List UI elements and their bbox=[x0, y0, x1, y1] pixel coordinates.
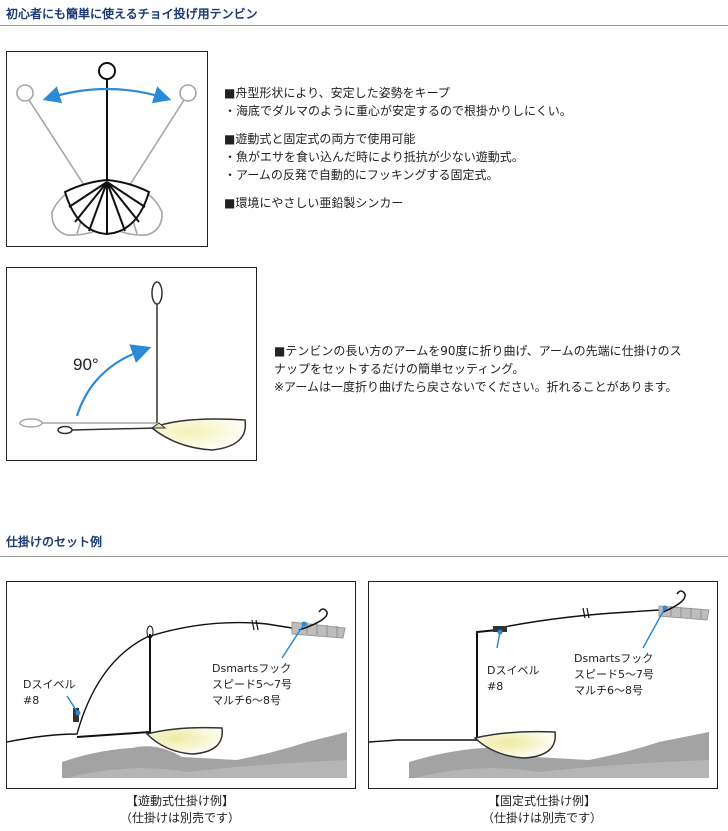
section-title-tenbin: 初心者にも簡単に使えるチョイ投げ用テンビン bbox=[6, 7, 258, 21]
upright-tenbin bbox=[63, 62, 151, 236]
caption-fixed: 【固定式仕掛け例】 （仕掛けは別売です） bbox=[368, 793, 716, 827]
bend-illustration: 90° bbox=[6, 267, 257, 461]
hook-label: Dsmartsフック bbox=[574, 652, 653, 665]
bend-arrow bbox=[75, 344, 152, 417]
sinker bbox=[473, 730, 556, 759]
feature-line: ■舟型形状により、安定した姿勢をキープ bbox=[224, 86, 450, 100]
rig-example-fixed: Dスイベル #8 Dsmartsフック スピード5〜7号 マルチ6〜8号 bbox=[368, 581, 718, 789]
hook bbox=[298, 608, 328, 631]
caption-title: 【遊動式仕掛け例】 bbox=[125, 794, 234, 808]
feature-line: ・海底でダルマのように重心が安定するので根掛かりしにくい。 bbox=[224, 104, 572, 118]
instruction-line: ナップをセットするだけの簡単セッティング。 bbox=[274, 362, 525, 376]
caption-sliding: 【遊動式仕掛け例】 （仕掛けは別売です） bbox=[6, 793, 354, 827]
caption-title: 【固定式仕掛け例】 bbox=[487, 794, 596, 808]
feature-list: ■舟型形状により、安定した姿勢をキープ ・海底でダルマのように重心が安定するので… bbox=[224, 84, 572, 212]
hook-size-multi: マルチ6〜8号 bbox=[212, 694, 281, 707]
rig-example-sliding: Dスイベル #8 Dsmartsフック スピード5〜7号 マルチ6〜8号 bbox=[6, 581, 356, 789]
hook-size-speed: スピード5〜7号 bbox=[574, 668, 654, 681]
hook-label: Dsmartsフック bbox=[212, 662, 291, 675]
swivel bbox=[493, 626, 507, 632]
feature-line: ・魚がエサを食い込んだ時により抵抗が少ない遊動式。 bbox=[224, 150, 524, 164]
hook bbox=[662, 590, 686, 613]
stability-illustration bbox=[6, 51, 208, 247]
swivel-size: #8 bbox=[23, 694, 39, 707]
swivel-size: #8 bbox=[487, 680, 503, 693]
swivel-label: Dスイベル bbox=[23, 678, 75, 691]
section-title-rig: 仕掛けのセット例 bbox=[6, 535, 103, 549]
feature-line: ■環境にやさしい亜鉛製シンカー bbox=[224, 196, 404, 210]
caption-note: （仕掛けは別売です） bbox=[119, 811, 240, 825]
original-arm bbox=[19, 418, 157, 428]
swing-arrow bbox=[42, 86, 172, 104]
sinker bbox=[150, 418, 247, 451]
instruction-line: ■テンビンの長い方のアームを90度に折り曲げ、アームの先端に仕掛けのス bbox=[274, 344, 682, 358]
hook-size-speed: スピード5〜7号 bbox=[212, 678, 292, 691]
feature-line: ■遊動式と固定式の両方で使用可能 bbox=[224, 132, 416, 146]
instruction-text: ■テンビンの長い方のアームを90度に折り曲げ、アームの先端に仕掛けのス ナップを… bbox=[274, 342, 682, 396]
caption-note: （仕掛けは別売です） bbox=[481, 811, 602, 825]
divider bbox=[0, 25, 728, 26]
angle-label: 90° bbox=[73, 355, 99, 374]
hook-size-multi: マルチ6〜8号 bbox=[574, 684, 643, 697]
swivel-label: Dスイベル bbox=[487, 664, 539, 677]
feature-line: ・アームの反発で自動的にフッキングする固定式。 bbox=[224, 168, 499, 182]
swivel bbox=[73, 708, 79, 722]
divider bbox=[0, 556, 728, 557]
sinker bbox=[145, 726, 223, 755]
instruction-line: ※アームは一度折り曲げたら戻さないでください。折れることがあります。 bbox=[274, 380, 678, 394]
bent-arm bbox=[151, 281, 163, 423]
